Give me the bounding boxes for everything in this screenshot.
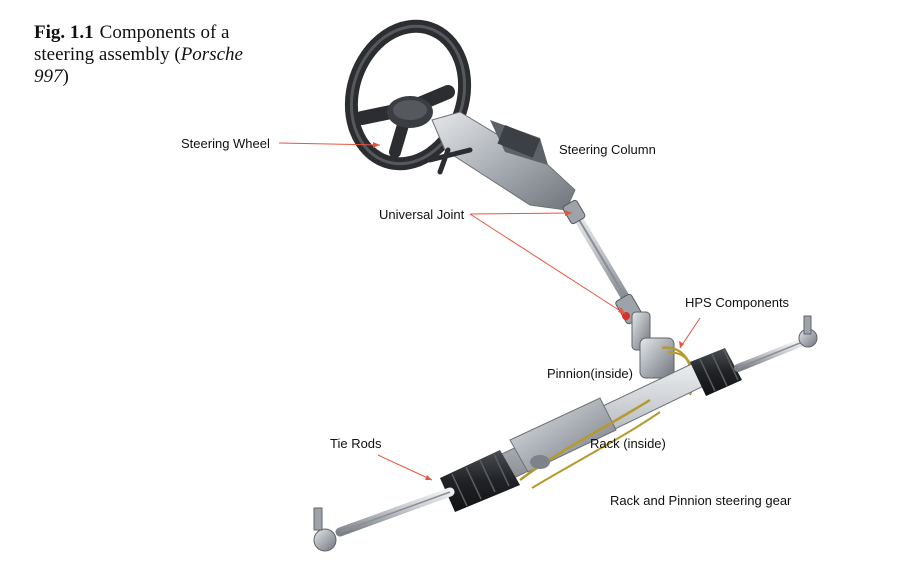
figure-number: Fig. 1.1 xyxy=(34,22,94,43)
leader-arrowheads xyxy=(373,142,684,480)
label-assembly: Rack and Pinnion steering gear xyxy=(610,493,792,508)
left-tie-rod-shape xyxy=(313,487,455,552)
steering-wheel-shape xyxy=(344,19,472,171)
caption-italic: Porsche 997 xyxy=(34,44,243,87)
leader-hps xyxy=(679,317,701,349)
label-hps-components: HPS Components xyxy=(685,295,790,310)
leader-universal-joint-lower xyxy=(469,213,626,315)
right-tie-rod-shape xyxy=(734,315,818,372)
leader-universal-joint-upper xyxy=(469,212,573,215)
leader-lines xyxy=(278,142,701,481)
leader-tie-rods xyxy=(377,454,433,481)
right-boot-shape xyxy=(690,348,742,396)
label-rack: Rack (inside) xyxy=(590,436,666,451)
label-pinion: Pinnion(inside) xyxy=(547,366,633,381)
caption-text: Components of a steering assembly ( xyxy=(34,22,230,65)
steering-column-shape xyxy=(427,111,635,310)
universal-joint-upper-shape xyxy=(562,199,586,225)
label-tie-rods: Tie Rods xyxy=(330,436,382,451)
label-universal-joint: Universal Joint xyxy=(379,207,465,222)
label-steering-column: Steering Column xyxy=(559,142,656,157)
caption-close: ) xyxy=(62,66,69,87)
left-boot-shape xyxy=(440,450,520,512)
label-steering-wheel: Steering Wheel xyxy=(181,136,270,151)
leader-steering-wheel xyxy=(278,142,381,146)
